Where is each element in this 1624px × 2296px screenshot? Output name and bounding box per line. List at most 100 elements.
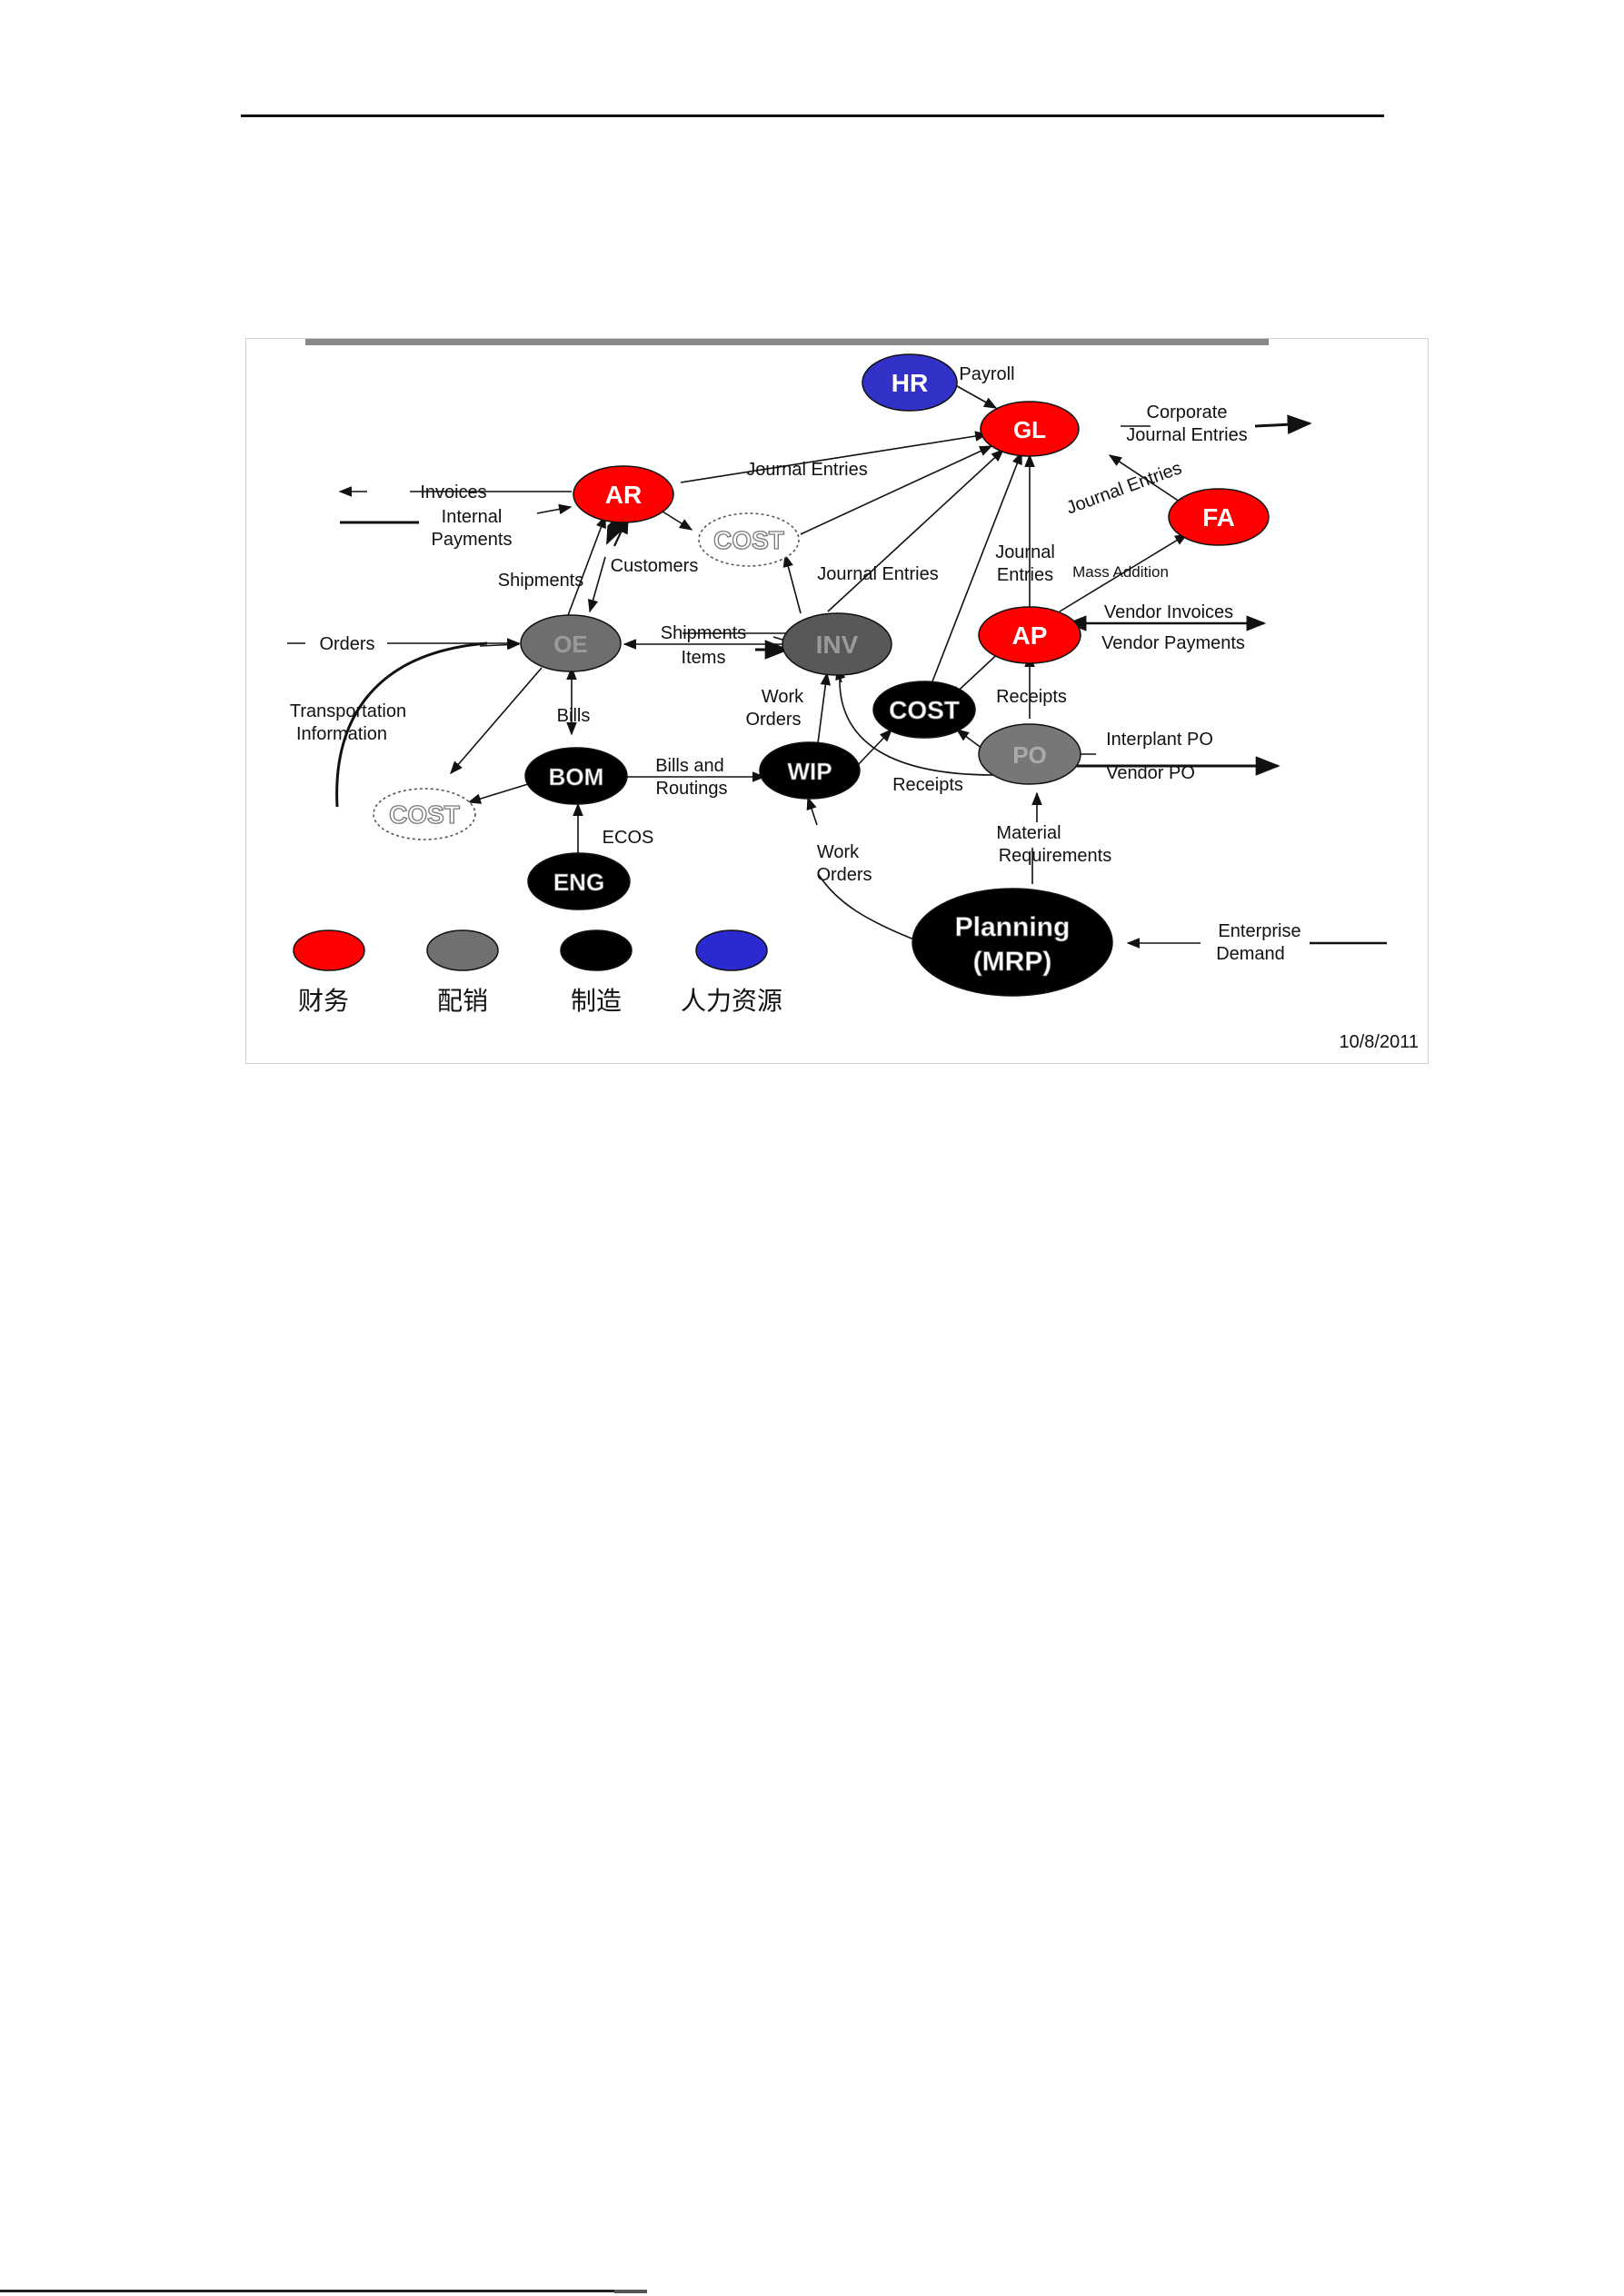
label-vendor-po: Vendor PO <box>1106 763 1195 783</box>
edge-oe-cost <box>450 667 543 775</box>
edge-transport-curve <box>335 641 488 808</box>
node-ar: AR <box>573 465 674 523</box>
label-journal-entries-ar: Journal Entries <box>746 460 867 480</box>
label-work-mrp: Work <box>817 842 860 862</box>
page-header-rule <box>241 114 1384 117</box>
node-inv: INV <box>782 612 892 676</box>
label-mass-addition: Mass Addition <box>1072 563 1169 581</box>
edge-labels: Payroll Corporate Journal Entries Journa… <box>290 364 1301 964</box>
legend-swatch-hr <box>695 929 768 971</box>
label-items: Items <box>682 648 726 668</box>
node-fa-label: FA <box>1202 503 1235 532</box>
legend-item-finance: 财务 <box>293 929 365 1015</box>
node-cost-top: COST <box>698 512 800 567</box>
node-planning-label: Planning <box>955 912 1071 942</box>
node-ap-label: AP <box>1012 621 1048 650</box>
edge-ar-cost <box>662 511 693 531</box>
label-receipts-ap: Receipts <box>996 687 1067 707</box>
legend-swatch-finance <box>293 929 365 971</box>
label-invoices: Invoices <box>420 482 486 502</box>
node-cost-bottom-label: COST <box>389 800 460 829</box>
label-entries-ap: Entries <box>997 565 1053 585</box>
label-orders-mrp: Orders <box>816 865 872 885</box>
node-cost-bottom: COST <box>373 788 476 840</box>
label-orders-wip: Orders <box>745 710 801 730</box>
node-wip: WIP <box>759 741 861 800</box>
edge-bom-cost <box>467 783 529 804</box>
erp-module-diagram: HR GL AR FA COST OE INV AP COST PO WIP <box>245 338 1429 1064</box>
label-bills-and: Bills and <box>655 756 724 776</box>
slide-date: 10/8/2011 <box>1340 1032 1420 1052</box>
legend-item-manufacturing: 制造 <box>560 929 633 1015</box>
edge-ar-gl <box>680 431 989 483</box>
label-enterprise: Enterprise <box>1218 921 1300 941</box>
node-fa: FA <box>1168 488 1270 546</box>
edge-mrp-wip-arrow <box>806 796 818 826</box>
page-footer-rule-mark <box>614 2290 647 2293</box>
node-hr: HR <box>862 353 958 412</box>
node-cost-mid: COST <box>872 681 976 739</box>
node-gl-label: GL <box>1013 416 1046 443</box>
label-shipments-inv: Shipments <box>661 623 747 643</box>
legend-swatch-manufacturing <box>560 929 633 971</box>
legend-label-hr: 人力资源 <box>681 987 782 1015</box>
legend-label-distribution: 配销 <box>437 987 488 1015</box>
legend-item-hr: 人力资源 <box>681 929 782 1015</box>
label-demand: Demand <box>1216 944 1285 964</box>
label-material: Material <box>996 823 1061 843</box>
label-journal-entries-fa: Journal Entries <box>1064 458 1185 518</box>
node-eng: ENG <box>527 852 631 910</box>
diagram-canvas: HR GL AR FA COST OE INV AP COST PO WIP <box>287 339 1420 1052</box>
label-requirements: Requirements <box>999 846 1112 866</box>
label-bills: Bills <box>557 706 591 726</box>
label-shipments-ar: Shipments <box>498 571 584 591</box>
label-interplant-po: Interplant PO <box>1106 730 1213 750</box>
node-cost-top-label: COST <box>713 526 784 554</box>
node-eng-label: ENG <box>553 869 604 896</box>
edge-costmid-gl <box>925 451 1022 699</box>
label-corporate-journal: Journal Entries <box>1126 425 1247 445</box>
edge-ap-fa <box>1059 533 1189 612</box>
page-footer-rule <box>0 2290 647 2292</box>
node-planning-mrp: Planning (MRP) <box>912 888 1113 997</box>
node-wip-label: WIP <box>787 758 832 785</box>
label-payments: Payments <box>432 530 513 550</box>
edge-hr-gl <box>950 382 998 409</box>
label-internal: Internal <box>442 507 503 527</box>
label-work-wip: Work <box>762 687 804 707</box>
label-corporate: Corporate <box>1147 403 1228 422</box>
edge-oe-ar <box>563 514 606 626</box>
node-po: PO <box>978 723 1081 785</box>
label-journal-ap: Journal <box>995 542 1055 562</box>
legend-label-manufacturing: 制造 <box>571 987 622 1015</box>
edge-mrp-wip-curve <box>818 874 924 944</box>
label-journal-entries-inv: Journal Entries <box>817 564 938 584</box>
label-customers: Customers <box>611 556 699 576</box>
node-oe: OE <box>520 614 622 672</box>
edge-inv-cost <box>782 553 802 614</box>
node-bom: BOM <box>524 747 628 805</box>
label-routings: Routings <box>656 779 728 799</box>
legend-item-distribution: 配销 <box>426 929 499 1015</box>
edge-transport-arrow <box>479 639 521 651</box>
label-receipts-po: Receipts <box>892 775 963 795</box>
node-ar-label: AR <box>605 481 642 509</box>
connectors <box>287 382 1387 949</box>
edge-inv-gl <box>827 449 1005 612</box>
figure-top-bar <box>305 339 1269 345</box>
label-vendor-invoices: Vendor Invoices <box>1104 602 1233 622</box>
edge-po-inv-curve <box>839 674 995 776</box>
label-information: Information <box>296 724 387 744</box>
label-transportation: Transportation <box>290 701 406 721</box>
legend-swatch-distribution <box>426 929 499 971</box>
node-inv-label: INV <box>816 631 859 659</box>
node-ap: AP <box>978 606 1081 664</box>
legend-label-finance: 财务 <box>298 987 349 1015</box>
node-po-label: PO <box>1012 741 1047 769</box>
node-mrp-label: (MRP) <box>973 947 1052 977</box>
edge-cost-gl <box>800 445 993 535</box>
node-oe-label: OE <box>553 631 588 658</box>
legend: 财务 配销 制造 人力资源 <box>293 929 782 1015</box>
node-gl: GL <box>980 401 1080 457</box>
label-orders: Orders <box>319 634 374 654</box>
